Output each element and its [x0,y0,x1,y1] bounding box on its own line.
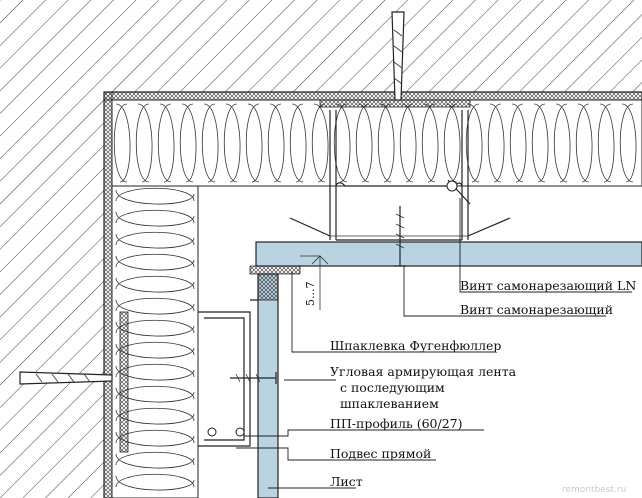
ceiling-profile [289,110,511,241]
insulation-top [111,99,642,187]
label-screw-ln: Винт самонарезающий LN [460,278,636,293]
screw-ln-icon [446,179,471,205]
leader-lines [236,198,632,489]
sealing-strips [103,91,642,498]
watermark: remontbest.ru [562,485,626,495]
anchor-left-icon [19,371,113,385]
label-sheet: Лист [330,474,363,489]
anchor-top-icon [391,11,405,101]
label-profile: ПП-профиль (60/27) [330,416,463,431]
label-tape-line-2: с последующим [340,380,445,395]
label-hanger: Подвес прямой [330,446,431,461]
screw-vertical-icon [394,206,406,267]
plasterboard-wall [257,273,279,498]
label-screw: Винт самонарезающий [460,302,613,317]
label-putty: Шпаклевка Фугенфюллер [330,338,501,353]
corner-putty [249,265,301,301]
hanger-screws-icon [207,427,245,437]
dimension-label: 5...7 [304,282,317,307]
screw-horizontal-icon [230,372,277,384]
label-tape-line-1: Угловая армирующая лента [330,364,517,379]
label-tape-line-3: шпаклеванием [340,396,439,411]
gap-dimension: 5...7 [300,255,329,310]
